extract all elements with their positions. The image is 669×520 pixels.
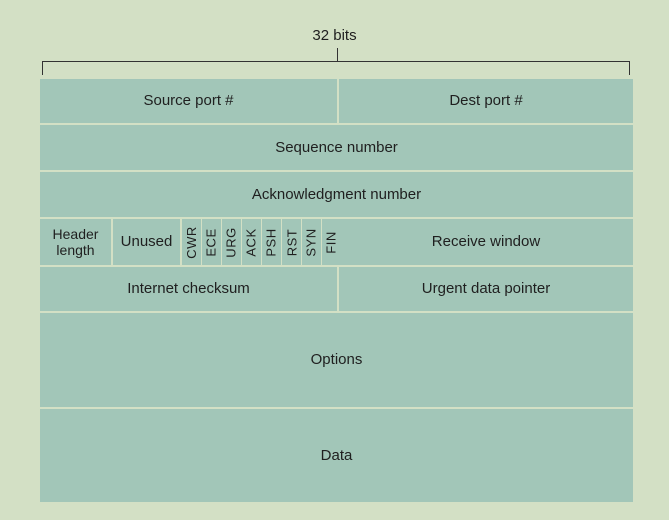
flag-label: FIN [323, 230, 339, 254]
tcp-segment-diagram: Source port # Dest port # Sequence numbe… [40, 79, 633, 502]
flag-rst: RST [282, 219, 301, 265]
flag-cwr: CWR [182, 219, 201, 265]
bit-width-label: 32 bits [312, 27, 357, 44]
flag-label: ECE [203, 227, 219, 257]
data-field: Data [40, 409, 633, 502]
flag-label: SYN [303, 227, 319, 257]
receive-window-field: Receive window [339, 219, 633, 265]
flag-fin: FIN [322, 219, 341, 265]
unused-field: Unused [113, 219, 180, 265]
flag-label: ACK [243, 227, 259, 257]
flag-label: RST [283, 228, 299, 256]
flag-syn: SYN [302, 219, 321, 265]
sequence-number-field: Sequence number [40, 125, 633, 170]
internet-checksum-field: Internet checksum [40, 267, 337, 311]
flag-ack: ACK [242, 219, 261, 265]
ack-number-field: Acknowledgment number [40, 172, 633, 217]
bit-width-bracket-tick [337, 48, 338, 61]
bit-width-bracket [42, 61, 630, 62]
bit-width-bracket-right [629, 61, 630, 75]
flag-psh: PSH [262, 219, 281, 265]
source-port-field: Source port # [40, 79, 337, 123]
flag-urg: URG [222, 219, 241, 265]
options-field: Options [40, 313, 633, 407]
flag-ece: ECE [202, 219, 221, 265]
flag-label: CWR [183, 225, 199, 259]
bit-width-bracket-left [42, 61, 43, 75]
dest-port-field: Dest port # [339, 79, 633, 123]
flag-label: URG [223, 226, 239, 258]
urgent-pointer-field: Urgent data pointer [339, 267, 633, 311]
flag-label: PSH [263, 227, 279, 257]
header-length-field: Header length [40, 219, 111, 265]
